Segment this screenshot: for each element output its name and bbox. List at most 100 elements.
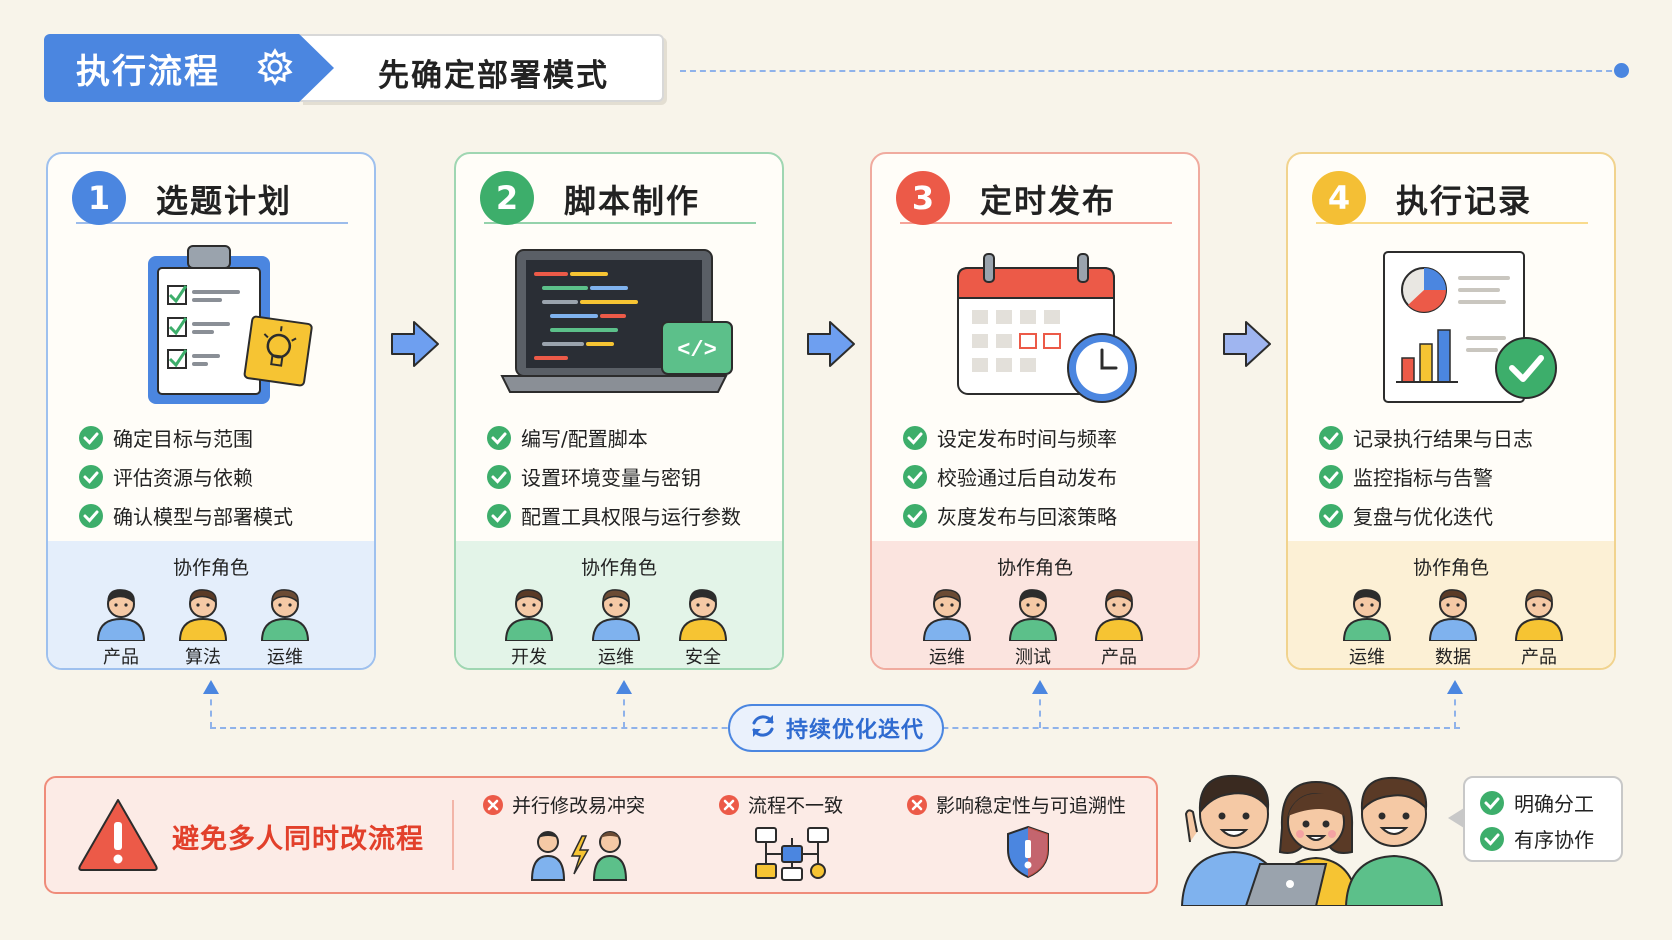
roles-title: 协作角色 [996,557,1073,579]
person-icon [94,585,148,642]
task-text: 确定目标与范围 [113,427,253,451]
task-item: 确认模型与部署模式 [78,496,293,535]
step-title-underline [1316,222,1588,224]
role-person: 产品 [86,585,156,668]
note-pointer [1448,808,1464,828]
role-name: 开发 [511,647,547,668]
feedback-connector [210,688,212,728]
task-text: 记录执行结果与日志 [1353,427,1533,451]
person-icon [676,585,730,642]
step-card-1: 1 选题计划 [46,152,376,670]
header-divider [680,70,1622,72]
person-icon [258,585,312,642]
step-title: 选题计划 [156,182,293,220]
role-person: 安全 [668,585,738,668]
role-name: 运维 [267,647,303,668]
role-person: 产品 [1084,585,1154,668]
report-check-icon [1328,242,1578,408]
roles-panel: 协作角色 开发 运维 安全 [456,541,782,668]
step-card-3: 3 定时发布 设定发布时间与频率 校验通过后自动发布 灰度发布与回滚策略 协作角… [870,152,1200,670]
task-text: 灰度发布与回滚策略 [937,505,1117,529]
check-icon [78,425,104,451]
warning-item-text: 流程不一致 [748,795,844,817]
check-icon [1318,464,1344,490]
note-item-text: 明确分工 [1514,792,1594,816]
collaboration-note: 明确分工 有序协作 [1463,776,1623,862]
close-circle-icon [906,794,928,816]
task-item: 确定目标与范围 [78,418,293,457]
check-icon [902,503,928,529]
flowchart-icon [752,824,832,886]
feedback-connector [623,688,625,728]
role-name: 运维 [929,647,965,668]
role-name: 产品 [1521,647,1557,668]
person-icon [176,585,230,642]
task-text: 评估资源与依赖 [113,466,253,490]
svg-text:</>: </> [677,338,717,363]
task-item: 校验通过后自动发布 [902,457,1117,496]
close-circle-icon [718,794,740,816]
role-person: 运维 [1332,585,1402,668]
roles-panel: 协作角色 运维 数据 产品 [1288,541,1614,668]
warning-item: 影响稳定性与可追溯性 [906,791,1126,818]
step-title: 定时发布 [980,182,1117,220]
header-subtitle: 先确定部署模式 [378,58,609,94]
warning-divider [452,800,454,870]
warning-item: 并行修改易冲突 [482,791,645,818]
task-text: 确认模型与部署模式 [113,505,293,529]
warning-item-text: 影响稳定性与可追溯性 [936,795,1127,817]
step-number: 1 [72,171,126,225]
role-name: 算法 [185,647,221,668]
step-title: 脚本制作 [564,182,701,220]
roles-title: 协作角色 [580,557,657,579]
step-card-4: 4 执行记录 记录执行结果与日志 监控指标与告警 复盘与优化迭代 协作角色 运维… [1286,152,1616,670]
note-item-text: 有序协作 [1514,828,1594,852]
task-text: 编写/配置脚本 [521,427,648,451]
role-name: 数据 [1435,647,1471,668]
step-title-underline [484,222,756,224]
note-item: 明确分工 [1479,788,1594,817]
check-icon [486,503,512,529]
person-icon [502,585,556,642]
arrow-right-icon [390,318,440,374]
task-item: 设定发布时间与频率 [902,418,1117,457]
task-item: 编写/配置脚本 [486,418,741,457]
warning-item-text: 并行修改易冲突 [512,795,646,817]
role-person: 开发 [494,585,564,668]
warning-title: 避免多人同时改流程 [172,824,424,855]
task-item: 复盘与优化迭代 [1318,496,1533,535]
task-text: 设置环境变量与密钥 [521,466,701,490]
role-person: 数据 [1418,585,1488,668]
task-item: 灰度发布与回滚策略 [902,496,1117,535]
person-icon [920,585,974,642]
task-list: 记录执行结果与日志 监控指标与告警 复盘与优化迭代 [1318,418,1533,535]
task-text: 配置工具权限与运行参数 [521,505,741,529]
role-person: 算法 [168,585,238,668]
arrow-right-icon [1222,318,1272,374]
feedback-connector [1454,688,1456,728]
task-list: 确定目标与范围 评估资源与依赖 确认模型与部署模式 [78,418,293,535]
arrow-up-icon [1032,680,1048,694]
person-icon [1512,585,1566,642]
conflict-people-icon [530,826,630,886]
task-item: 设置环境变量与密钥 [486,457,741,496]
task-text: 监控指标与告警 [1353,466,1493,490]
step-number: 2 [480,171,534,225]
clipboard-lightbulb-icon [88,242,338,408]
role-person: 运维 [912,585,982,668]
feedback-loop-label: 持续优化迭代 [785,718,924,743]
feedback-loop-badge: 持续优化迭代 [728,704,944,752]
role-name: 产品 [1101,647,1137,668]
laptop-code-icon: </> [496,242,746,408]
roles-title: 协作角色 [1412,557,1489,579]
task-text: 复盘与优化迭代 [1353,505,1493,529]
task-text: 校验通过后自动发布 [937,466,1117,490]
check-icon [78,464,104,490]
role-person: 产品 [1504,585,1574,668]
feedback-connector [1039,688,1041,728]
header-subtitle-box [300,34,664,102]
role-name: 运维 [598,647,634,668]
role-name: 安全 [685,647,721,668]
header-divider-dot [1614,63,1629,78]
role-person: 测试 [998,585,1068,668]
